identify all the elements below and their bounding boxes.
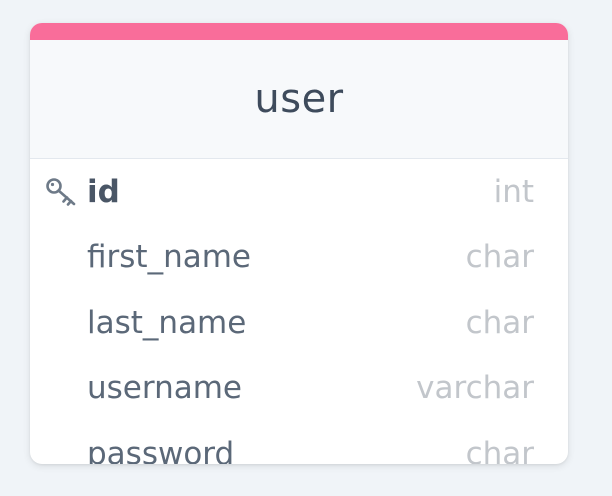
key-icon [45,176,79,210]
column-name: username [87,370,242,407]
column-row-first-name[interactable]: first_name char [30,225,568,291]
column-type: char [465,435,534,464]
column-type: char [465,304,534,341]
table-header[interactable]: user [30,40,568,159]
column-type: varchar [416,370,534,407]
column-type: char [465,239,534,276]
column-row-username[interactable]: username varchar [30,356,568,422]
table-accent-bar [30,23,568,40]
table-title: user [254,76,344,122]
column-row-password[interactable]: password char [30,421,568,464]
column-list: id int first_name char last_name char us… [30,159,568,464]
column-type: int [493,173,534,210]
entity-table-user[interactable]: user id int [30,23,568,464]
column-row-id[interactable]: id int [30,159,568,225]
column-name: last_name [87,304,247,341]
column-name: id [87,173,120,210]
column-name: first_name [87,239,251,276]
column-row-last-name[interactable]: last_name char [30,290,568,356]
column-name: password [87,435,235,464]
